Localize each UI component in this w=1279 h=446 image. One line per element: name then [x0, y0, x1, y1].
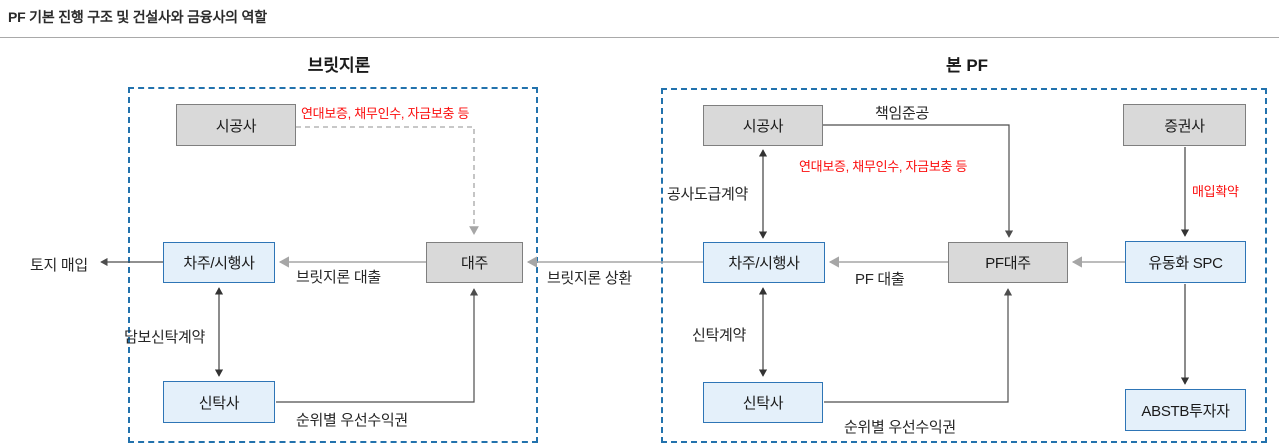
node-borrower-pf: 차주/시행사 [703, 242, 825, 283]
edge-priority-benefit-bridge [276, 288, 479, 403]
label-purchase-commitment: 매입확약 [1192, 184, 1239, 199]
label-pf-loan: PF 대출 [855, 271, 905, 288]
edge-guarantee-dashed-bridge [296, 126, 479, 235]
label-bridge-repayment: 브릿지론 상환 [547, 270, 632, 287]
node-securities-pf: 증권사 [1123, 104, 1246, 146]
label-guarantee-bridge: 연대보증, 채무인수, 자금보충 등 [301, 106, 470, 121]
main-pf-title: 본 PF [945, 56, 989, 75]
bridge-loan-title: 브릿지론 [307, 56, 371, 75]
node-spc: 유동화 SPC [1125, 241, 1246, 283]
label-completion-guarantee: 책임준공 [875, 105, 930, 122]
edge-priority-benefit-pf [824, 288, 1013, 403]
bridge-loan-group-box [128, 87, 538, 443]
node-abstb-investors: ABSTB투자자 [1125, 389, 1246, 431]
edge-completion-guarantee [823, 124, 1014, 238]
label-collateral-trust: 담보신탁계약 [124, 329, 206, 346]
label-construction-contract: 공사도급계약 [667, 186, 749, 203]
main-pf-group-box [661, 88, 1267, 443]
node-borrower-bridge: 차주/시행사 [163, 242, 275, 283]
node-pf-lender: PF대주 [948, 242, 1068, 283]
label-bridge-loan: 브릿지론 대출 [296, 269, 381, 286]
node-contractor-pf: 시공사 [703, 105, 823, 146]
node-contractor-bridge: 시공사 [176, 104, 296, 146]
node-trustee-pf: 신탁사 [703, 382, 823, 423]
page-title: PF 기본 진행 구조 및 건설사와 금융사의 역할 [8, 9, 267, 25]
label-priority-benefit-pf: 순위별 우선수익권 [844, 419, 956, 436]
header-divider [0, 37, 1279, 38]
label-trust-contract: 신탁계약 [692, 327, 747, 344]
node-lender-bridge: 대주 [426, 242, 523, 283]
label-guarantee-pf: 연대보증, 채무인수, 자금보충 등 [799, 159, 968, 174]
node-trustee-bridge: 신탁사 [163, 381, 275, 423]
label-land-purchase: 토지 매입 [30, 257, 88, 274]
label-priority-benefit-bridge: 순위별 우선수익권 [296, 412, 408, 429]
